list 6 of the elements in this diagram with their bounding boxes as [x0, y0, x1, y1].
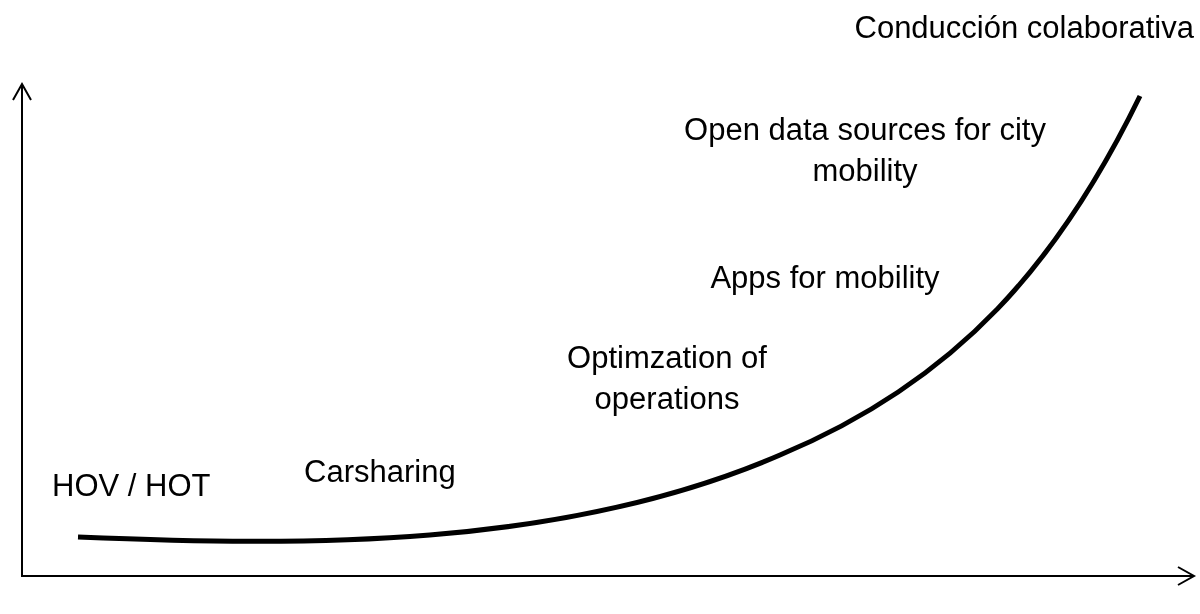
- stage-label: Open data sources for city mobility: [683, 111, 1047, 190]
- stage-label: HOV / HOT: [52, 467, 211, 505]
- stage-label: Apps for mobility: [709, 259, 941, 297]
- stage-label: Conducción colaborativa: [854, 9, 1194, 47]
- stage-label: Carsharing: [304, 453, 456, 491]
- stage-label: Optimzation of operations: [566, 339, 768, 418]
